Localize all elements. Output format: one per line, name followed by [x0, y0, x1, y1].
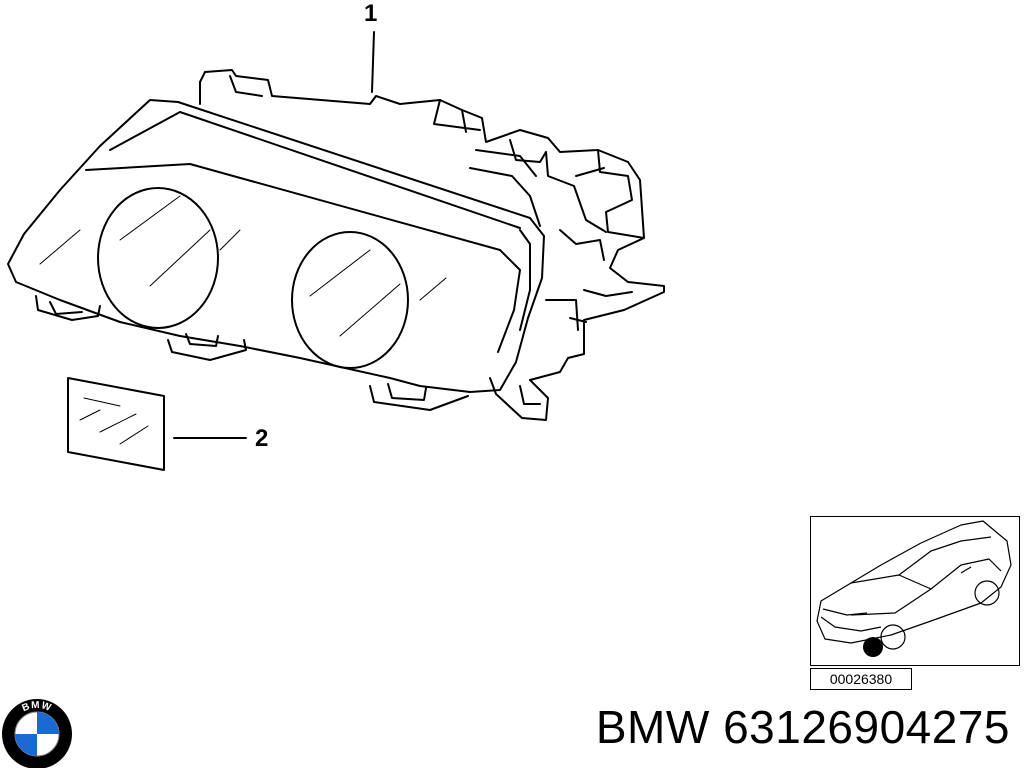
diagram-reference-code: 00026380	[810, 668, 912, 690]
part-caption: BMW 63126904275	[596, 700, 1010, 754]
lens-film	[67, 377, 165, 471]
callout-part-1: 1	[364, 0, 378, 27]
logo-letters: BMW	[20, 700, 52, 714]
svg-text:BMW: BMW	[20, 700, 53, 714]
leader-line-1	[371, 31, 375, 93]
headlight-housing	[199, 69, 665, 381]
headlight-lens	[7, 99, 545, 393]
location-marker	[863, 637, 883, 657]
location-inset	[810, 516, 1020, 666]
bmw-logo: BMW	[2, 699, 72, 768]
high-beam-reflector	[97, 187, 219, 329]
low-beam-reflector	[291, 231, 409, 369]
mounting-tabs	[35, 295, 549, 421]
part-number: 63126904275	[723, 701, 1010, 753]
brand-name: BMW	[595, 701, 710, 753]
car-outline-icon	[816, 520, 1012, 657]
callout-part-2: 2	[255, 425, 269, 452]
